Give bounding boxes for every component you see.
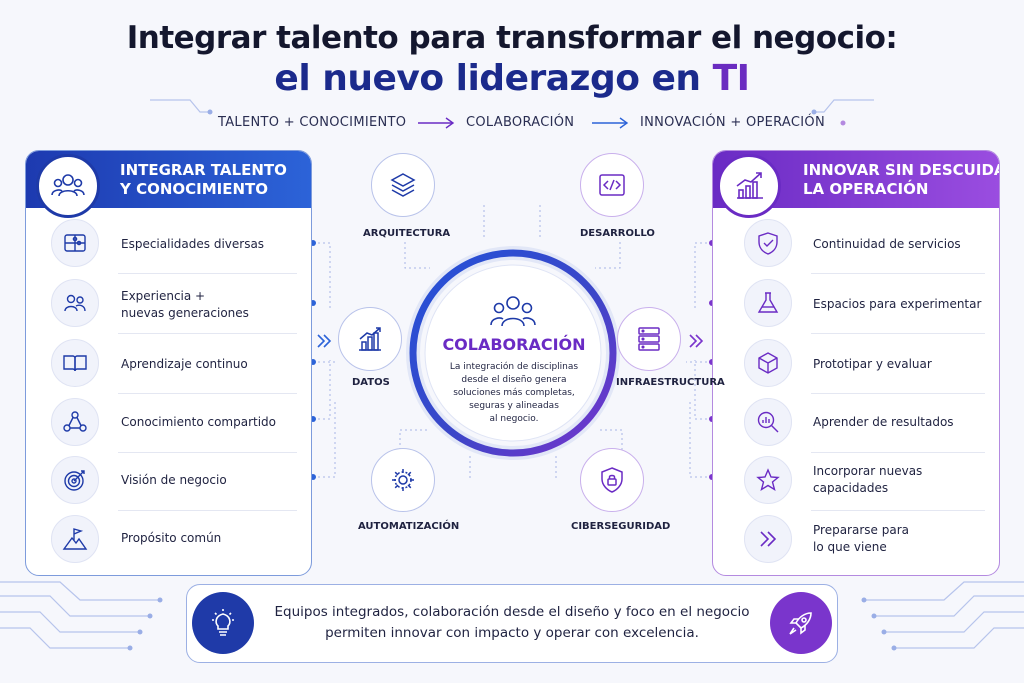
growth-chart-icon	[717, 154, 781, 218]
left-item: Experiencia +nuevas generaciones	[26, 276, 311, 334]
left-item-label: Propósito común	[121, 531, 222, 545]
double-chevron-icon	[744, 515, 792, 563]
center-description: La integración de disciplinas desde el d…	[449, 362, 579, 424]
divider	[811, 333, 985, 334]
subtitle-accent: TI	[712, 58, 750, 99]
left-item-label: Especialidades diversas	[121, 237, 265, 251]
shield-check-icon	[744, 219, 792, 267]
bottom-line-1: Equipos integrados, colaboración desde e…	[274, 604, 750, 620]
magnifier-chart-icon	[744, 398, 792, 446]
right-title-line2: LA OPERACIÓN	[803, 180, 929, 198]
subtitle-main: el nuevo liderazgo en	[274, 58, 701, 99]
page-subtitle: el nuevo liderazgo en TI	[0, 58, 1024, 99]
target-icon	[51, 456, 99, 504]
people-icon	[51, 279, 99, 327]
left-panel: INTEGRAR TALENTO Y CONOCIMIENTO Especial…	[25, 150, 312, 576]
server-icon	[617, 307, 681, 371]
divider	[811, 273, 985, 274]
node-label-arquitectura: ARQUITECTURA	[363, 228, 451, 239]
left-item-label: Visión de negocio	[121, 473, 227, 487]
divider	[118, 393, 297, 394]
node-label-infraestructura: INFRAESTRUCTURA	[616, 377, 725, 388]
code-icon	[580, 153, 644, 217]
network-icon	[51, 398, 99, 446]
cube-icon	[744, 339, 792, 387]
right-item: Espacios para experimentar	[713, 276, 999, 334]
page-title: Integrar talento para transformar el neg…	[126, 20, 898, 56]
node-label-desarrollo: DESARROLLO	[580, 228, 655, 239]
flow-step-1: TALENTO + CONOCIMIENTO	[218, 115, 407, 130]
star-icon	[744, 456, 792, 504]
right-title-line1: INNOVAR SIN DESCUIDAR	[803, 161, 1000, 179]
divider	[118, 273, 297, 274]
left-item: Propósito común	[26, 512, 311, 570]
team-icon	[36, 154, 100, 218]
right-item: Prototipar y evaluar	[713, 336, 999, 394]
node-label-ciberseguridad: CIBERSEGURIDAD	[571, 521, 671, 532]
left-title-line2: Y CONOCIMIENTO	[120, 180, 269, 198]
left-item: Especialidades diversas	[26, 216, 311, 274]
node-label-datos: DATOS	[352, 377, 390, 388]
right-panel-header: INNOVAR SIN DESCUIDAR LA OPERACIÓN	[713, 151, 1000, 218]
left-panel-header: INTEGRAR TALENTO Y CONOCIMIENTO	[26, 151, 311, 218]
right-panel-title: INNOVAR SIN DESCUIDAR LA OPERACIÓN	[803, 161, 1000, 199]
right-item-label: Prototipar y evaluar	[813, 357, 932, 371]
divider	[118, 510, 297, 511]
divider	[811, 393, 985, 394]
flag-icon	[51, 515, 99, 563]
flow-step-2: COLABORACIÓN	[466, 115, 575, 130]
bottom-banner: Equipos integrados, colaboración desde e…	[186, 584, 838, 663]
rocket-icon	[770, 592, 832, 654]
flask-icon	[744, 279, 792, 327]
right-item-label: Aprender de resultados	[813, 415, 954, 429]
right-item-label: Continuidad de servicios	[813, 237, 961, 251]
right-item-label: Espacios para experimentar	[813, 297, 982, 311]
flow-step-3: INNOVACIÓN + OPERACIÓN	[640, 115, 825, 130]
right-item: Aprender de resultados	[713, 395, 999, 453]
divider	[811, 452, 985, 453]
left-panel-title: INTEGRAR TALENTO Y CONOCIMIENTO	[120, 161, 287, 199]
left-item: Visión de negocio	[26, 453, 311, 511]
lightbulb-icon	[192, 592, 254, 654]
center-title: COLABORACIÓN	[442, 335, 586, 354]
right-item: Continuidad de servicios	[713, 216, 999, 274]
left-item: Conocimiento compartido	[26, 395, 311, 453]
left-item-label: Aprendizaje continuo	[121, 357, 248, 371]
collaboration-team-icon	[490, 296, 536, 327]
left-item: Aprendizaje continuo	[26, 336, 311, 394]
left-item-label: Experiencia +nuevas generaciones	[121, 289, 249, 320]
divider	[811, 510, 985, 511]
gear-icon	[371, 448, 435, 512]
divider	[118, 333, 297, 334]
layers-icon	[371, 153, 435, 217]
bottom-line-2: permiten innovar con impacto y operar co…	[325, 625, 699, 641]
left-item-label: Conocimiento compartido	[121, 415, 277, 429]
shield-lock-icon	[580, 448, 644, 512]
left-title-line1: INTEGRAR TALENTO	[120, 161, 287, 179]
right-panel: INNOVAR SIN DESCUIDAR LA OPERACIÓN Conti…	[712, 150, 1000, 576]
node-label-automatizacion: AUTOMATIZACIÓN	[358, 521, 460, 532]
bar-chart-icon	[338, 307, 402, 371]
book-icon	[51, 339, 99, 387]
bottom-message: Equipos integrados, colaboración desde e…	[267, 602, 757, 644]
puzzle-icon	[51, 219, 99, 267]
divider	[118, 452, 297, 453]
